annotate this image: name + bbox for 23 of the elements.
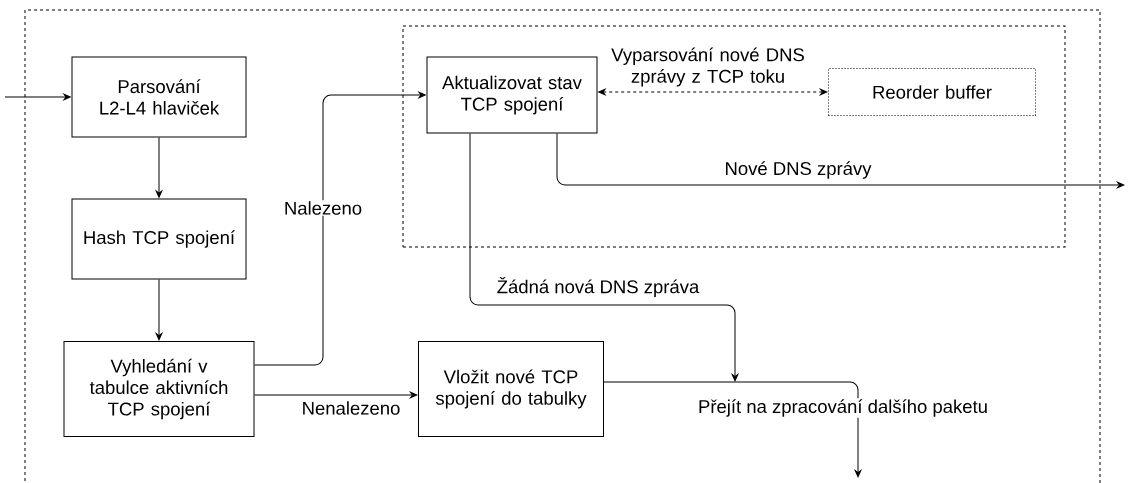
buffer-box: Reorder buffer — [828, 68, 1036, 116]
arrow — [603, 381, 862, 478]
arrow — [254, 391, 418, 399]
arrow — [155, 279, 163, 341]
edge-label: Vyparsování nové DNS zprávy z TCP toku — [608, 46, 808, 88]
arrow — [469, 133, 739, 382]
process-box: Aktualizovat stav TCP spojení — [426, 56, 598, 134]
edge-label: Nové DNS zprávy — [723, 160, 873, 180]
edge-label: Nalezeno — [282, 200, 364, 216]
process-box: Vložit nové TCP spojení do tabulky — [418, 341, 604, 437]
edge-label: Žádná nová DNS zpráva — [495, 276, 701, 298]
process-box: Parsování L2-L4 hlaviček — [71, 56, 247, 138]
outer-frame — [24, 9, 1101, 483]
group-frame — [402, 25, 1066, 248]
arrow — [4, 93, 71, 101]
arrow — [155, 137, 163, 198]
process-box: Hash TCP spojení — [71, 198, 247, 280]
process-box: Vyhledání v tabulce aktivních TCP spojení — [63, 341, 255, 437]
arrow — [598, 88, 828, 96]
arrow — [254, 91, 426, 366]
edge-label: Přejít na zpracování dalšího paketu — [697, 398, 989, 418]
arrow — [556, 133, 1125, 189]
edge-label: Nenalezeno — [300, 400, 402, 416]
